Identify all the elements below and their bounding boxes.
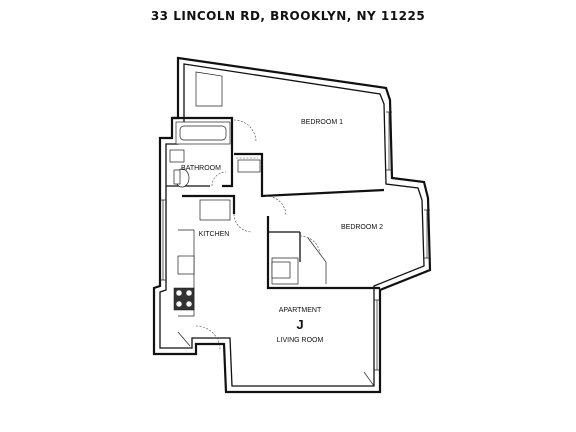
kitchen-fixtures [173,159,291,317]
bathroom-label: BATHROOM [181,165,221,172]
living-room-details [177,331,375,387]
apartment-label: APARTMENT [279,307,322,314]
closet-icon [199,199,231,221]
interior-walls [166,71,385,290]
windows [160,111,430,371]
bedroom-1-label: BEDROOM 1 [301,119,343,126]
apartment-letter: J [296,317,303,332]
exterior-walls [152,56,432,394]
door-swings [195,119,321,351]
kitchen-sink-icon [177,255,195,275]
living-room-label: LIVING ROOM [277,337,324,344]
washer-icon [271,261,291,279]
kitchen-label: KITCHEN [199,231,230,238]
sink-icon [169,149,185,163]
address-title: 33 LINCOLN RD, BROOKLYN, NY 11225 [151,9,425,23]
bedroom-2-label: BEDROOM 2 [341,224,383,231]
bathroom-fixtures [169,121,231,188]
